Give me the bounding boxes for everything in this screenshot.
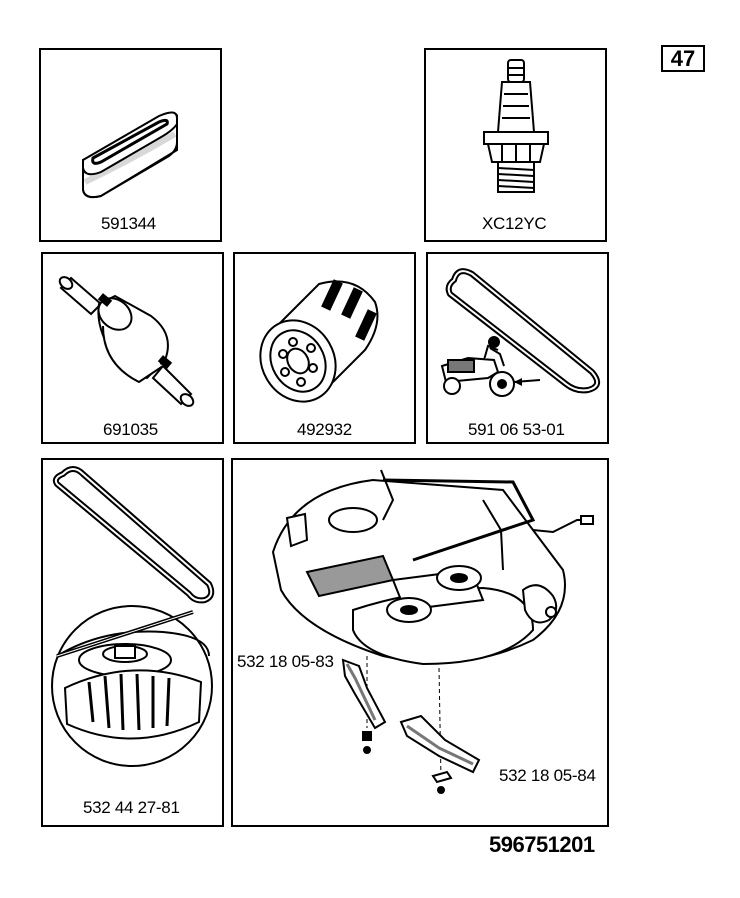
spark-plug-illustration [426,50,605,240]
oil-filter-illustration [235,279,414,442]
part-number-deck-belt-pulley: 532 44 27-81 [83,798,180,817]
blade-left-icon [343,660,385,753]
document-number: 596751201 [489,832,595,857]
panel-mower-deck-blades: 532 18 05-83 532 18 05-84 [231,458,609,827]
drive-belt-illustration [428,254,607,442]
panel-drive-belt: 591 06 53-01 [426,252,609,444]
panel-oil-filter: 492932 [233,252,416,444]
tractor-icon [442,337,514,396]
blade-right-icon [401,716,479,793]
panel-spark-plug: XC12YC [424,48,607,242]
part-number-drive-belt: 591 06 53-01 [468,420,565,439]
air-filter-illustration [41,50,220,240]
part-number-spark-plug: XC12YC [482,214,547,233]
panel-fuel-filter: 691035 [41,252,224,444]
part-number-blade-right: 532 18 05-84 [499,766,596,785]
mower-deck-illustration [233,460,607,825]
fuel-filter-illustration [43,254,222,442]
panel-deck-belt-pulley: 532 44 27-81 [41,458,224,827]
part-number-fuel-filter: 691035 [103,420,158,439]
deck-belt-pulley-illustration [43,460,222,825]
panel-air-filter: 591344 [39,48,222,242]
part-number-blade-left: 532 18 05-83 [237,652,334,671]
page-number: 47 [661,45,705,72]
part-number-air-filter: 591344 [101,214,156,233]
part-number-oil-filter: 492932 [297,420,352,439]
